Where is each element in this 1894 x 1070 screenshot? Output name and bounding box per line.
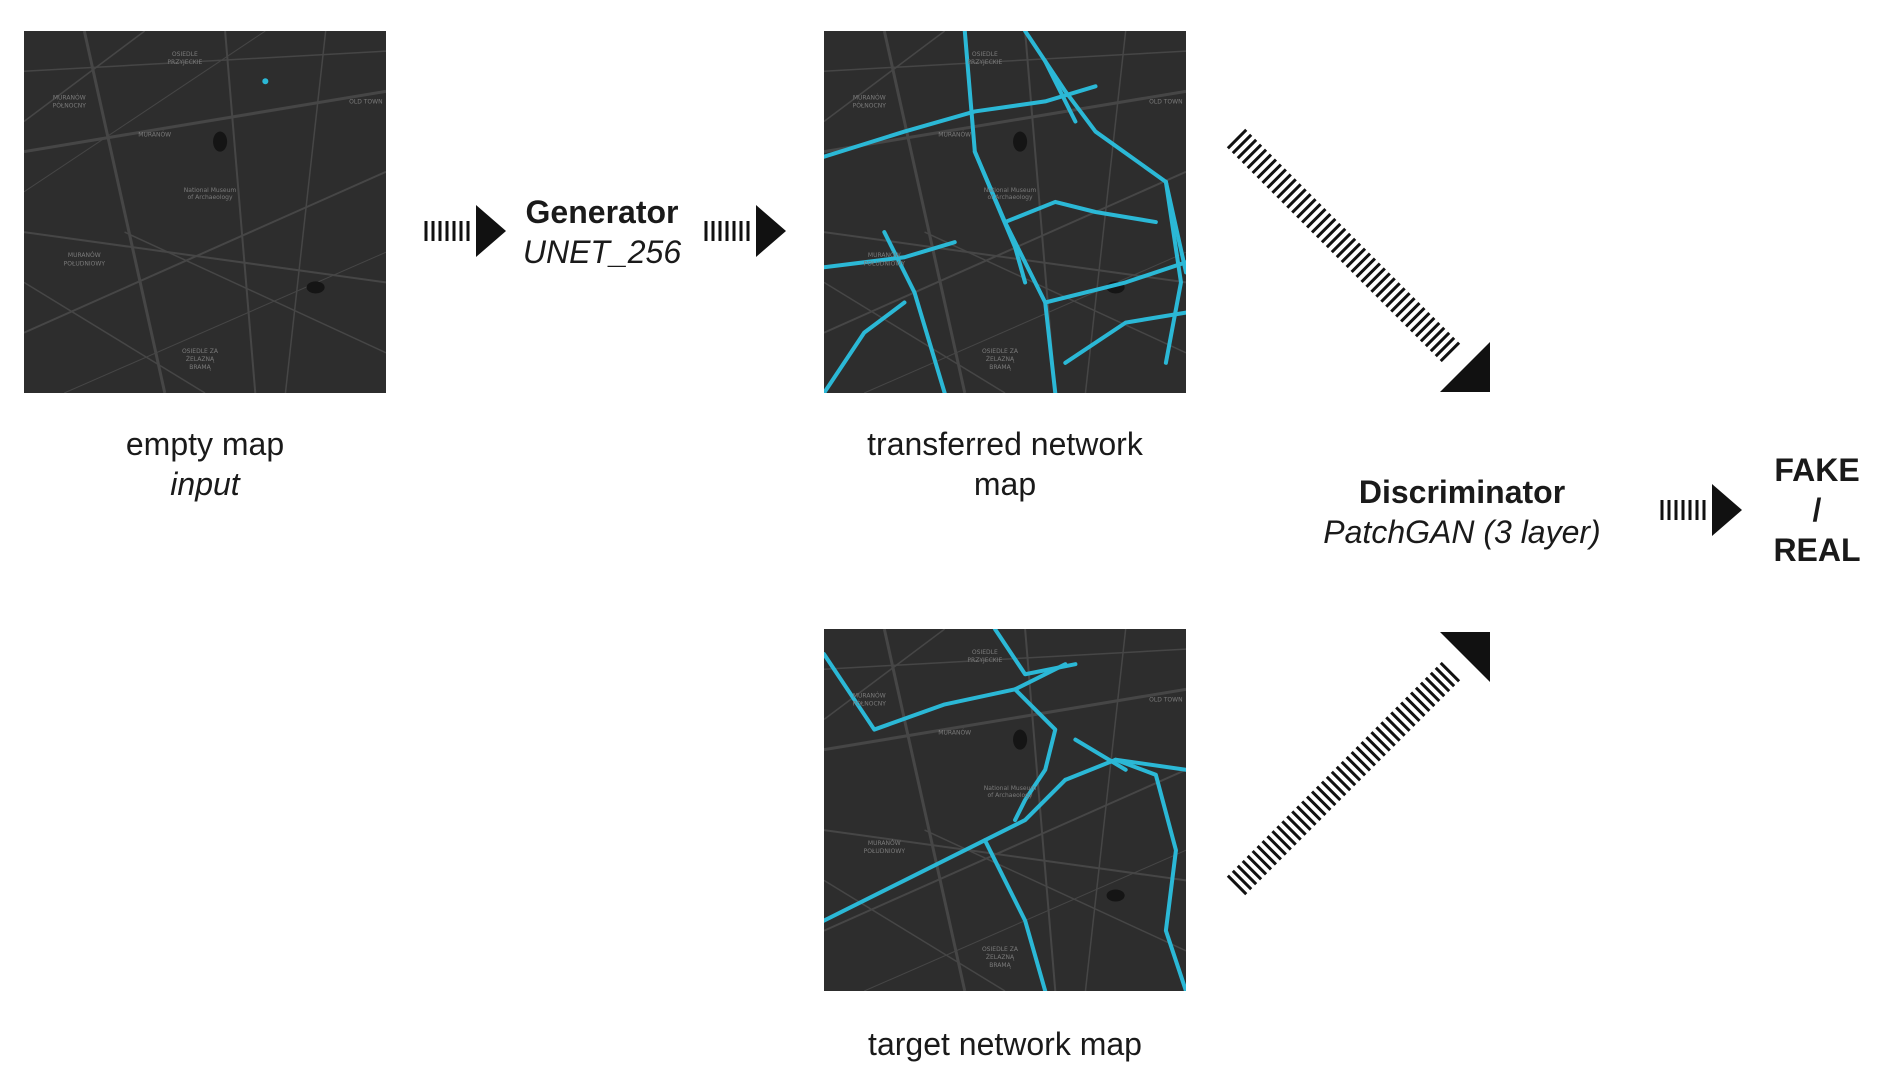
target-map-title: target network map: [868, 1026, 1142, 1062]
target-map-caption: target network map: [824, 1024, 1186, 1064]
dashed-arrow-icon: [704, 205, 786, 257]
map-label: PRZYJECKIE: [167, 59, 202, 66]
map-label: MURANÓW: [868, 250, 901, 259]
dashed-arrow-icon: [424, 205, 506, 257]
output-fake: FAKE: [1774, 452, 1860, 488]
discriminator-model: PatchGAN (3 layer): [1323, 514, 1601, 550]
dashed-arrow-icon: [1660, 484, 1742, 536]
map-label: MURANÓW: [938, 130, 971, 139]
generator-model: UNET_256: [522, 234, 682, 270]
transferred-map-svg: OSIEDLE PRZYJECKIE MURANÓW PÓŁNOCNY MURA…: [824, 31, 1186, 393]
map-label: MURANÓW: [68, 250, 101, 259]
map-label: MURANÓW: [868, 838, 901, 847]
map-label: BRAMĄ: [989, 363, 1011, 371]
generator-block: Generator UNET_256: [502, 192, 702, 272]
map-label: MURANÓW: [138, 130, 171, 139]
map-label: OLD TOWN: [1149, 98, 1183, 105]
map-label: ŻELAZNĄ: [986, 952, 1015, 961]
map-label: OLD TOWN: [349, 98, 383, 105]
dashed-diagonal-arrow-icon: [1226, 630, 1492, 896]
map-label: PÓŁNOCNY: [853, 100, 887, 109]
transferred-network-map-image: OSIEDLE PRZYJECKIE MURANÓW PÓŁNOCNY MURA…: [824, 31, 1186, 393]
map-label: National Museum: [984, 187, 1037, 194]
empty-map-subtitle: input: [170, 466, 240, 502]
transferred-map-title-line2: map: [973, 466, 1037, 502]
map-label: ŻELAZNĄ: [986, 354, 1015, 363]
map-label: of Archaeology: [987, 792, 1033, 799]
generator-title: Generator: [525, 194, 679, 230]
map-label: POŁUDNIOWY: [64, 260, 106, 267]
map-label: BRAMĄ: [189, 363, 211, 371]
map-label: National Museum: [184, 187, 237, 194]
map-label: OSIEDLE: [172, 51, 198, 58]
map-label: MURANÓW: [853, 690, 886, 699]
map-label: OSIEDLE ZA: [982, 348, 1019, 355]
map-label: MURANÓW: [853, 92, 886, 101]
map-label: POŁUDNIOWY: [864, 260, 906, 267]
map-label: PRZYJECKIE: [967, 657, 1002, 664]
map-label: OSIEDLE: [972, 649, 998, 656]
empty-map-image: OSIEDLE PRZYJECKIE MURANÓW PÓŁNOCNY MURA…: [24, 31, 386, 393]
output-real: REAL: [1773, 532, 1861, 568]
output-block: FAKE / REAL: [1752, 450, 1882, 570]
empty-map-svg: OSIEDLE PRZYJECKIE MURANÓW PÓŁNOCNY MURA…: [24, 31, 386, 393]
empty-map-title: empty map: [125, 426, 285, 462]
map-label: PÓŁNOCNY: [853, 698, 887, 707]
transferred-map-caption: transferred network map: [824, 424, 1186, 504]
map-label: OLD TOWN: [1149, 696, 1183, 703]
map-label: OSIEDLE: [972, 51, 998, 58]
map-label: National Museum: [984, 785, 1037, 792]
map-label: BRAMĄ: [989, 961, 1011, 969]
discriminator-title: Discriminator: [1358, 474, 1566, 510]
map-label: PRZYJECKIE: [967, 59, 1002, 66]
dashed-diagonal-arrow-icon: [1226, 128, 1492, 394]
target-map-svg: OSIEDLE PRZYJECKIE MURANÓW PÓŁNOCNY MURA…: [824, 629, 1186, 991]
map-label: ŻELAZNĄ: [186, 354, 215, 363]
map-label: of Archaeology: [987, 194, 1033, 201]
map-label: of Archaeology: [187, 194, 233, 201]
map-label: OSIEDLE ZA: [982, 946, 1019, 953]
transferred-map-title-line1: transferred network: [867, 426, 1143, 462]
map-label: MURANÓW: [53, 92, 86, 101]
map-label: MURANÓW: [938, 728, 971, 737]
target-network-map-image: OSIEDLE PRZYJECKIE MURANÓW PÓŁNOCNY MURA…: [824, 629, 1186, 991]
map-label: PÓŁNOCNY: [53, 100, 87, 109]
discriminator-block: Discriminator PatchGAN (3 layer): [1302, 472, 1622, 552]
empty-map-caption: empty map input: [24, 424, 386, 504]
map-label: OSIEDLE ZA: [182, 348, 219, 355]
output-slash: /: [1812, 492, 1822, 528]
map-label: POŁUDNIOWY: [864, 848, 906, 855]
